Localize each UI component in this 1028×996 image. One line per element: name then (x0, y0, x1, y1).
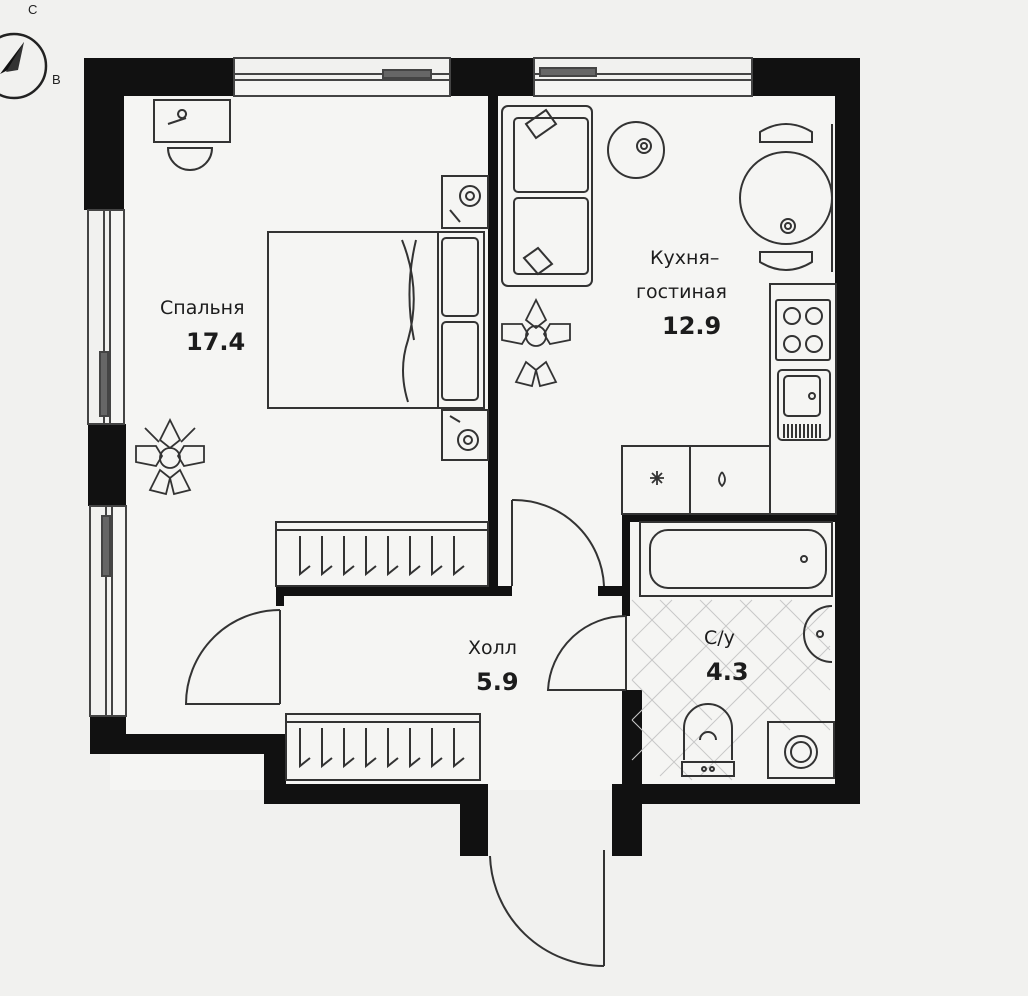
doors (184, 498, 627, 967)
plant-icon (135, 417, 205, 496)
wardrobe-icon (275, 521, 489, 587)
nightstand-bottom-icon (441, 409, 489, 461)
drop-icon (718, 471, 726, 488)
wardrobe-icon (285, 713, 481, 781)
kitchen-living-name-line2: гостиная (636, 281, 727, 303)
bedroom-name: Спальня (160, 297, 245, 319)
desk-icon (153, 99, 231, 171)
toilet-icon (681, 703, 735, 777)
walls (84, 58, 860, 856)
compass-east-letter: В (52, 72, 61, 87)
hall-label: Холл 5.9 (468, 637, 519, 696)
coffee-table-icon (607, 121, 665, 179)
hall-area: 5.9 (476, 668, 519, 696)
bathroom-name: С/у (704, 627, 735, 649)
washbasin-icon (803, 605, 833, 663)
kitchen-living-label: Кухня– гостиная 12.9 (636, 247, 727, 340)
kitchen-living-area: 12.9 (662, 312, 721, 340)
bathroom-label: С/у 4.3 (704, 627, 749, 686)
double-bed-icon (267, 231, 485, 409)
hall-name: Холл (468, 637, 517, 659)
cooktop-icon (775, 299, 831, 361)
kitchen-counter (621, 283, 837, 515)
washing-machine-icon (767, 721, 835, 779)
bathroom-area: 4.3 (706, 658, 749, 686)
nightstand-top-icon (441, 175, 489, 229)
bathtub-icon (639, 521, 833, 597)
plant-icon (501, 297, 571, 388)
kitchen-living-name-line1: Кухня– (650, 247, 719, 269)
kitchen-sink-icon (777, 369, 831, 441)
bathroom-tile-floor (631, 599, 831, 781)
bedroom-label: Спальня 17.4 (160, 297, 245, 356)
bedroom-area: 17.4 (186, 328, 245, 356)
sofa-icon (501, 105, 593, 287)
windows (87, 57, 753, 717)
compass-north-letter: С (28, 2, 37, 17)
dining-table-icon (739, 123, 833, 272)
fridge-icon (650, 471, 664, 485)
compass-icon: С В (0, 2, 61, 100)
